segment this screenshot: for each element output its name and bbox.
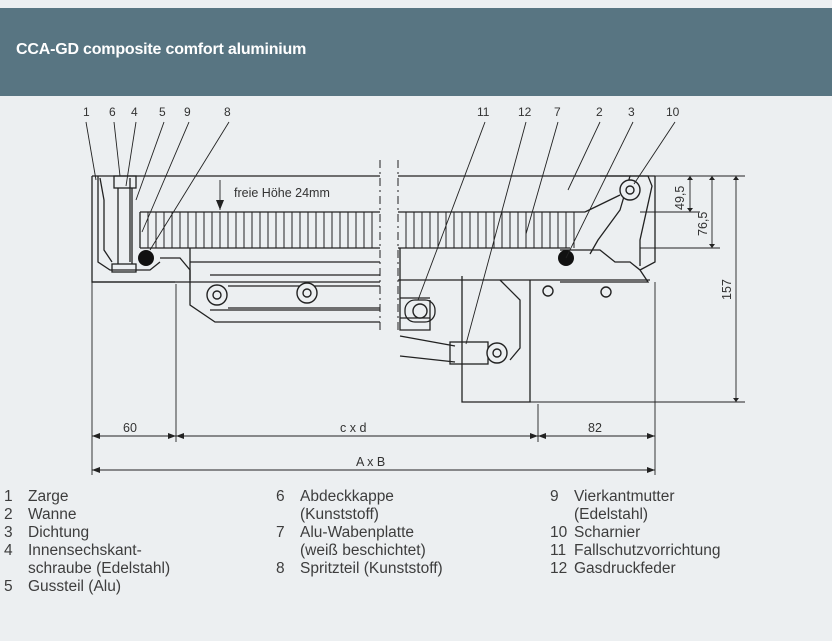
callout-11: 11: [477, 105, 490, 119]
page-title: CCA-GD composite comfort aluminium: [16, 41, 307, 58]
callout-3: 3: [628, 105, 635, 119]
callout-9: 9: [184, 105, 191, 119]
callout-10: 10: [666, 105, 680, 119]
dim-axb: A x B: [356, 455, 385, 469]
callout-6: 6: [109, 105, 116, 119]
dim-49-5: 49,5: [673, 186, 687, 210]
dim-76-5: 76,5: [696, 212, 710, 236]
callout-7: 7: [554, 105, 561, 119]
dim-cxd: c x d: [340, 421, 366, 435]
technical-drawing: 1 6 4 5 9 8 11 12 7 2 3 10 freie Höhe 24…: [0, 96, 832, 481]
header-bar: CCA-GD composite comfort aluminium: [0, 8, 832, 96]
callout-1: 1: [83, 105, 90, 119]
dim-60: 60: [123, 421, 137, 435]
dim-157: 157: [720, 279, 734, 300]
callout-5: 5: [159, 105, 166, 119]
callout-12: 12: [518, 105, 532, 119]
free-height-label: freie Höhe 24mm: [234, 186, 330, 200]
callout-2: 2: [596, 105, 603, 119]
callout-4: 4: [131, 105, 138, 119]
callout-8: 8: [224, 105, 231, 119]
dim-82: 82: [588, 421, 602, 435]
